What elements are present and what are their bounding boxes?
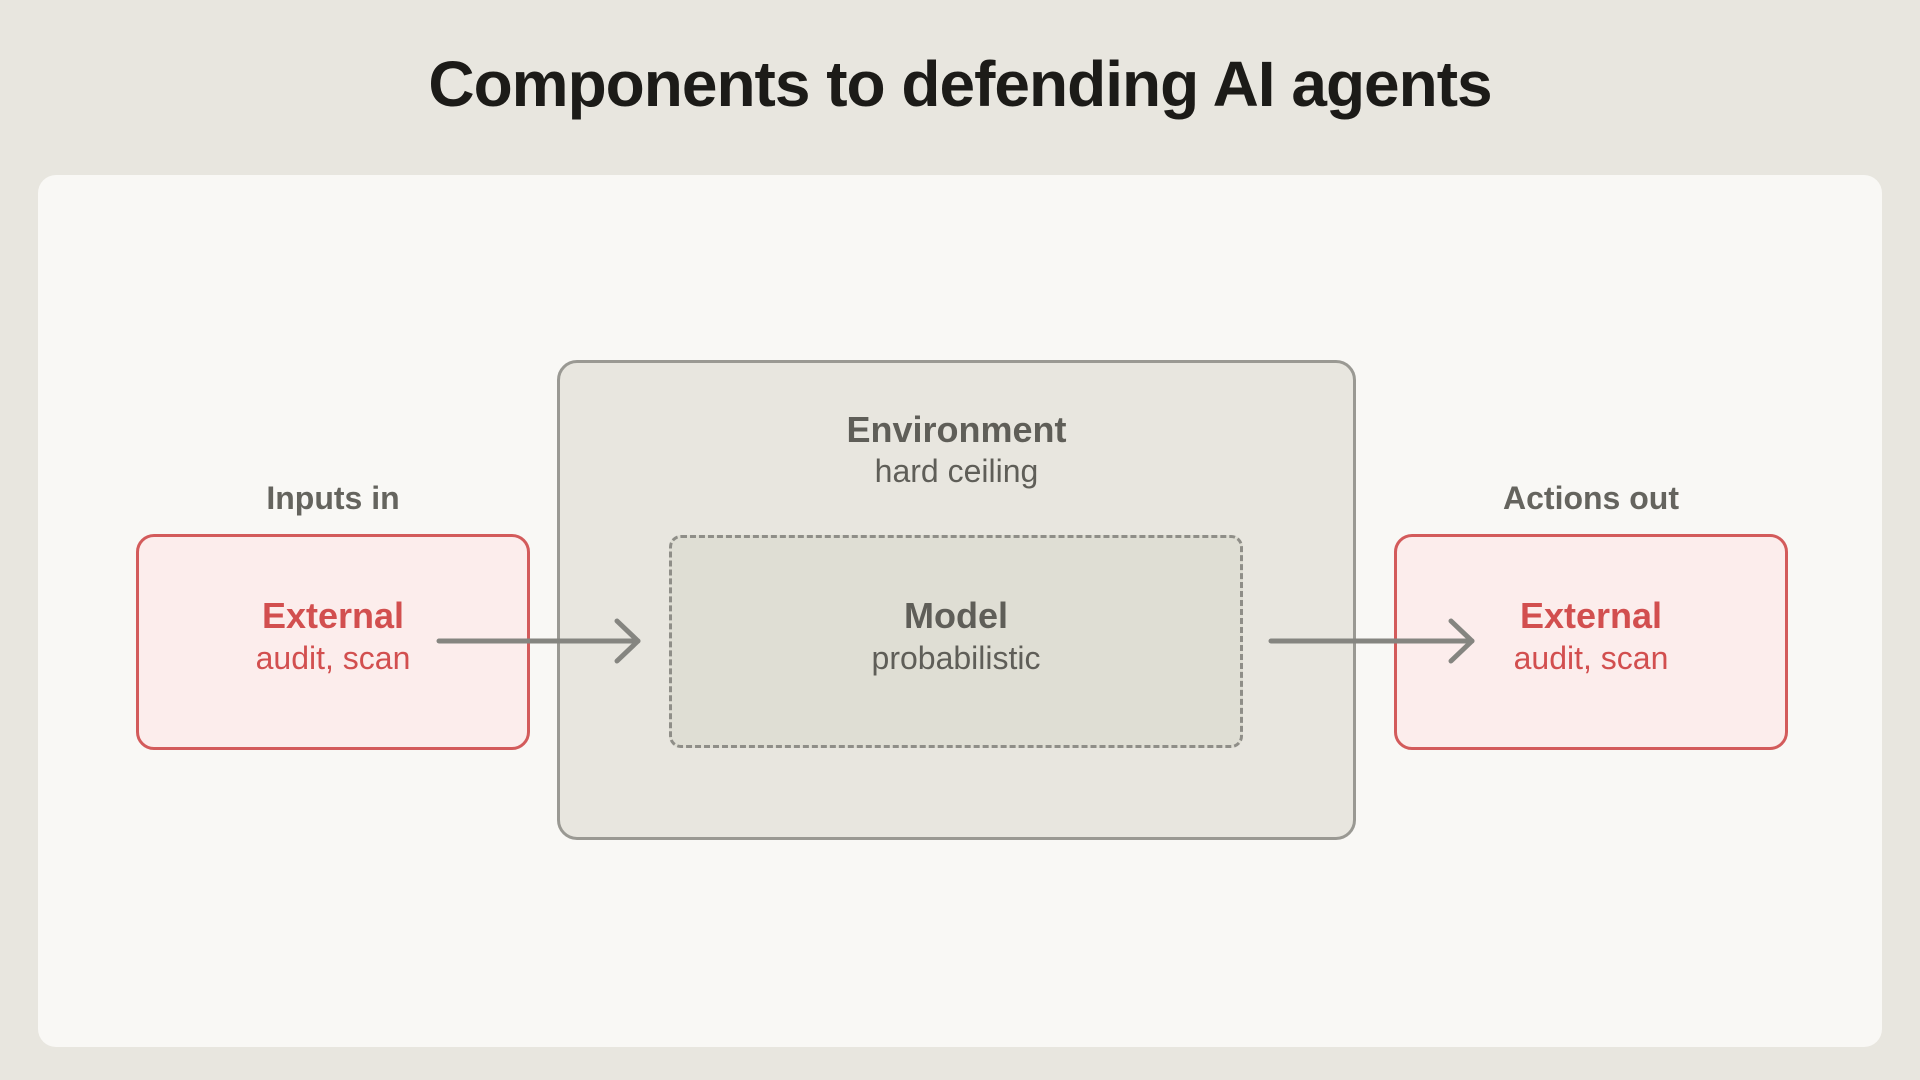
actions-label: Actions out [1503, 480, 1679, 516]
actions-external-title: External [1519, 595, 1663, 636]
environment-title: Environment [846, 409, 1067, 450]
environment-subtitle: hard ceiling [874, 453, 1039, 489]
model-subtitle: probabilistic [871, 640, 1041, 676]
inputs-external-title: External [261, 595, 405, 636]
inputs-external-subtitle: audit, scan [255, 640, 411, 676]
inputs-label: Inputs in [266, 480, 400, 516]
page-title: Components to defending AI agents [428, 48, 1492, 120]
model-box [669, 535, 1243, 748]
model-title: Model [904, 595, 1008, 636]
actions-external-subtitle: audit, scan [1513, 640, 1669, 676]
